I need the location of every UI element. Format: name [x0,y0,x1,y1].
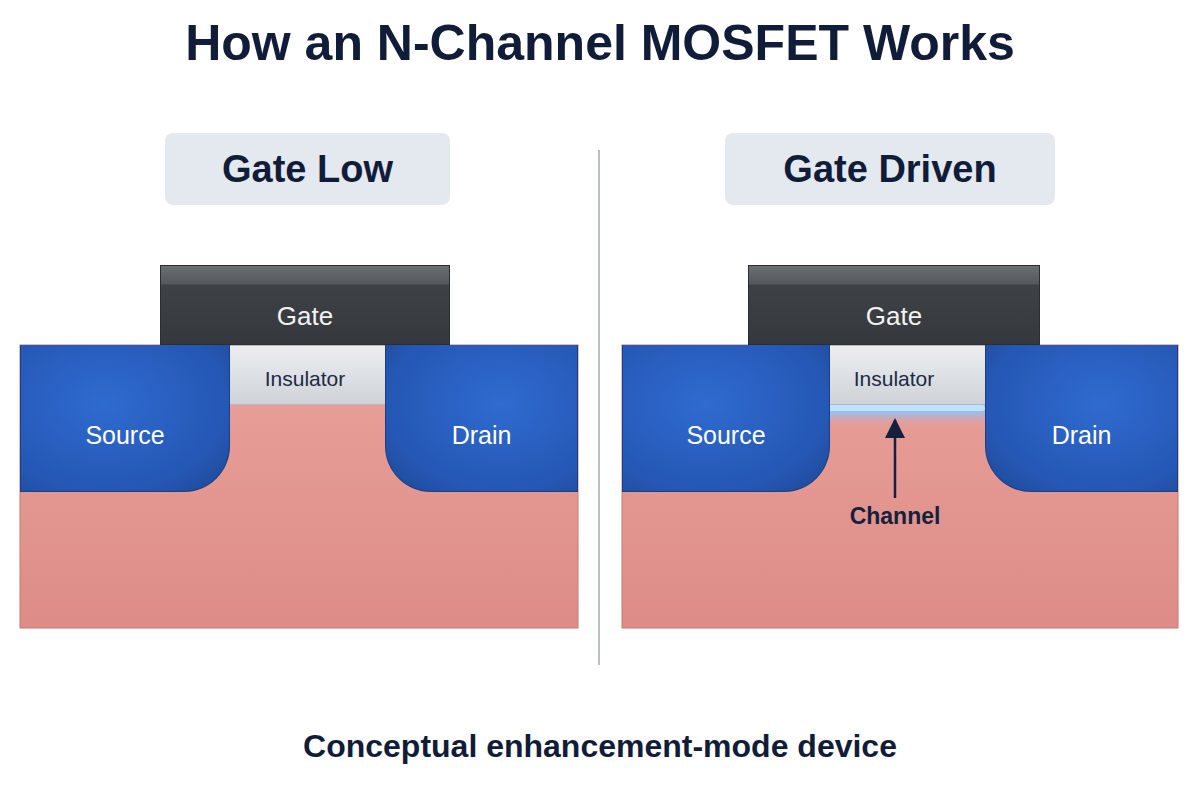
p-substrate [622,345,1178,628]
node-text: Gate Low [222,148,393,191]
node-text: Insulator [854,367,935,391]
drain-region: Drain [385,345,578,492]
source-region: Source [20,345,230,492]
node-text: Gate [866,301,922,332]
panel-heading: Gate Low [165,133,450,205]
drain-region: Drain [985,345,1178,492]
panel-heading: Gate Driven [725,133,1055,205]
diagram-caption: Conceptual enhancement-mode device [0,728,1200,765]
node-text: Gate [277,301,333,332]
callout-label: Channel [815,503,975,530]
node-text: Source [686,421,765,450]
diagram-title: How an N-Channel MOSFET Works [0,14,1200,72]
node-text: Drain [452,421,512,450]
gate-electrode: Gate [160,265,450,345]
source-region: Source [622,345,830,492]
p-substrate [20,345,578,628]
node-text: Source [85,421,164,450]
node-text: Insulator [265,367,346,391]
channel-region [805,405,985,411]
node-text: Drain [1052,421,1112,450]
panel-divider [598,150,600,665]
leader-arrow [894,420,897,498]
gate-electrode: Gate [748,265,1040,345]
node-text: Gate Driven [783,148,996,191]
